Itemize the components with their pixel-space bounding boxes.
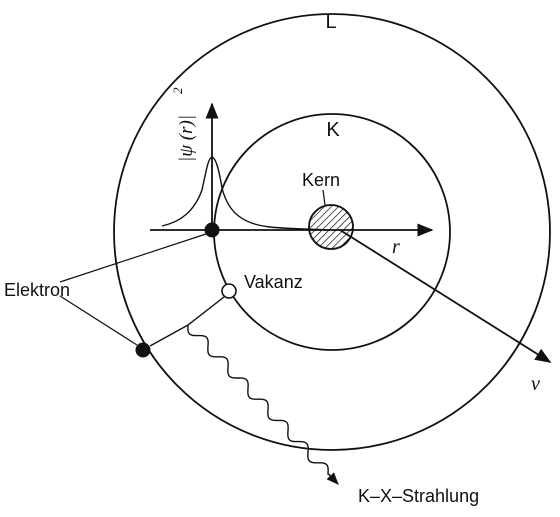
shell-L-circle [113, 13, 551, 451]
psi-axis-label-main: |ψ (r)| [176, 115, 197, 162]
vacancy-circle [221, 283, 237, 299]
electron-leader-K [59, 233, 207, 283]
vacancy-label: Vakanz [244, 272, 303, 292]
psi-axis-label-exponent: 2 [170, 87, 185, 94]
electron-label: Elektron [4, 280, 70, 300]
radiation-wave [187, 324, 339, 485]
nucleus-leader [322, 189, 326, 206]
nucleus [308, 204, 354, 250]
nu-axis [339, 229, 552, 363]
electron-K-dot [204, 222, 220, 238]
nu-axis-label: ν [531, 373, 540, 395]
radiation-label: K–X–Strahlung [358, 486, 479, 506]
electron-leader-L [59, 295, 138, 346]
psi-axis-label: |ψ (r)| 2 [170, 87, 197, 162]
shell-L-label: L [325, 11, 336, 33]
transition-path [149, 296, 225, 347]
psi-density-curve [161, 156, 331, 231]
nucleus-label: Kern [302, 170, 340, 190]
r-axis-label: r [392, 236, 400, 258]
electron-L-dot [135, 342, 151, 358]
shell-K-label: K [326, 119, 340, 141]
